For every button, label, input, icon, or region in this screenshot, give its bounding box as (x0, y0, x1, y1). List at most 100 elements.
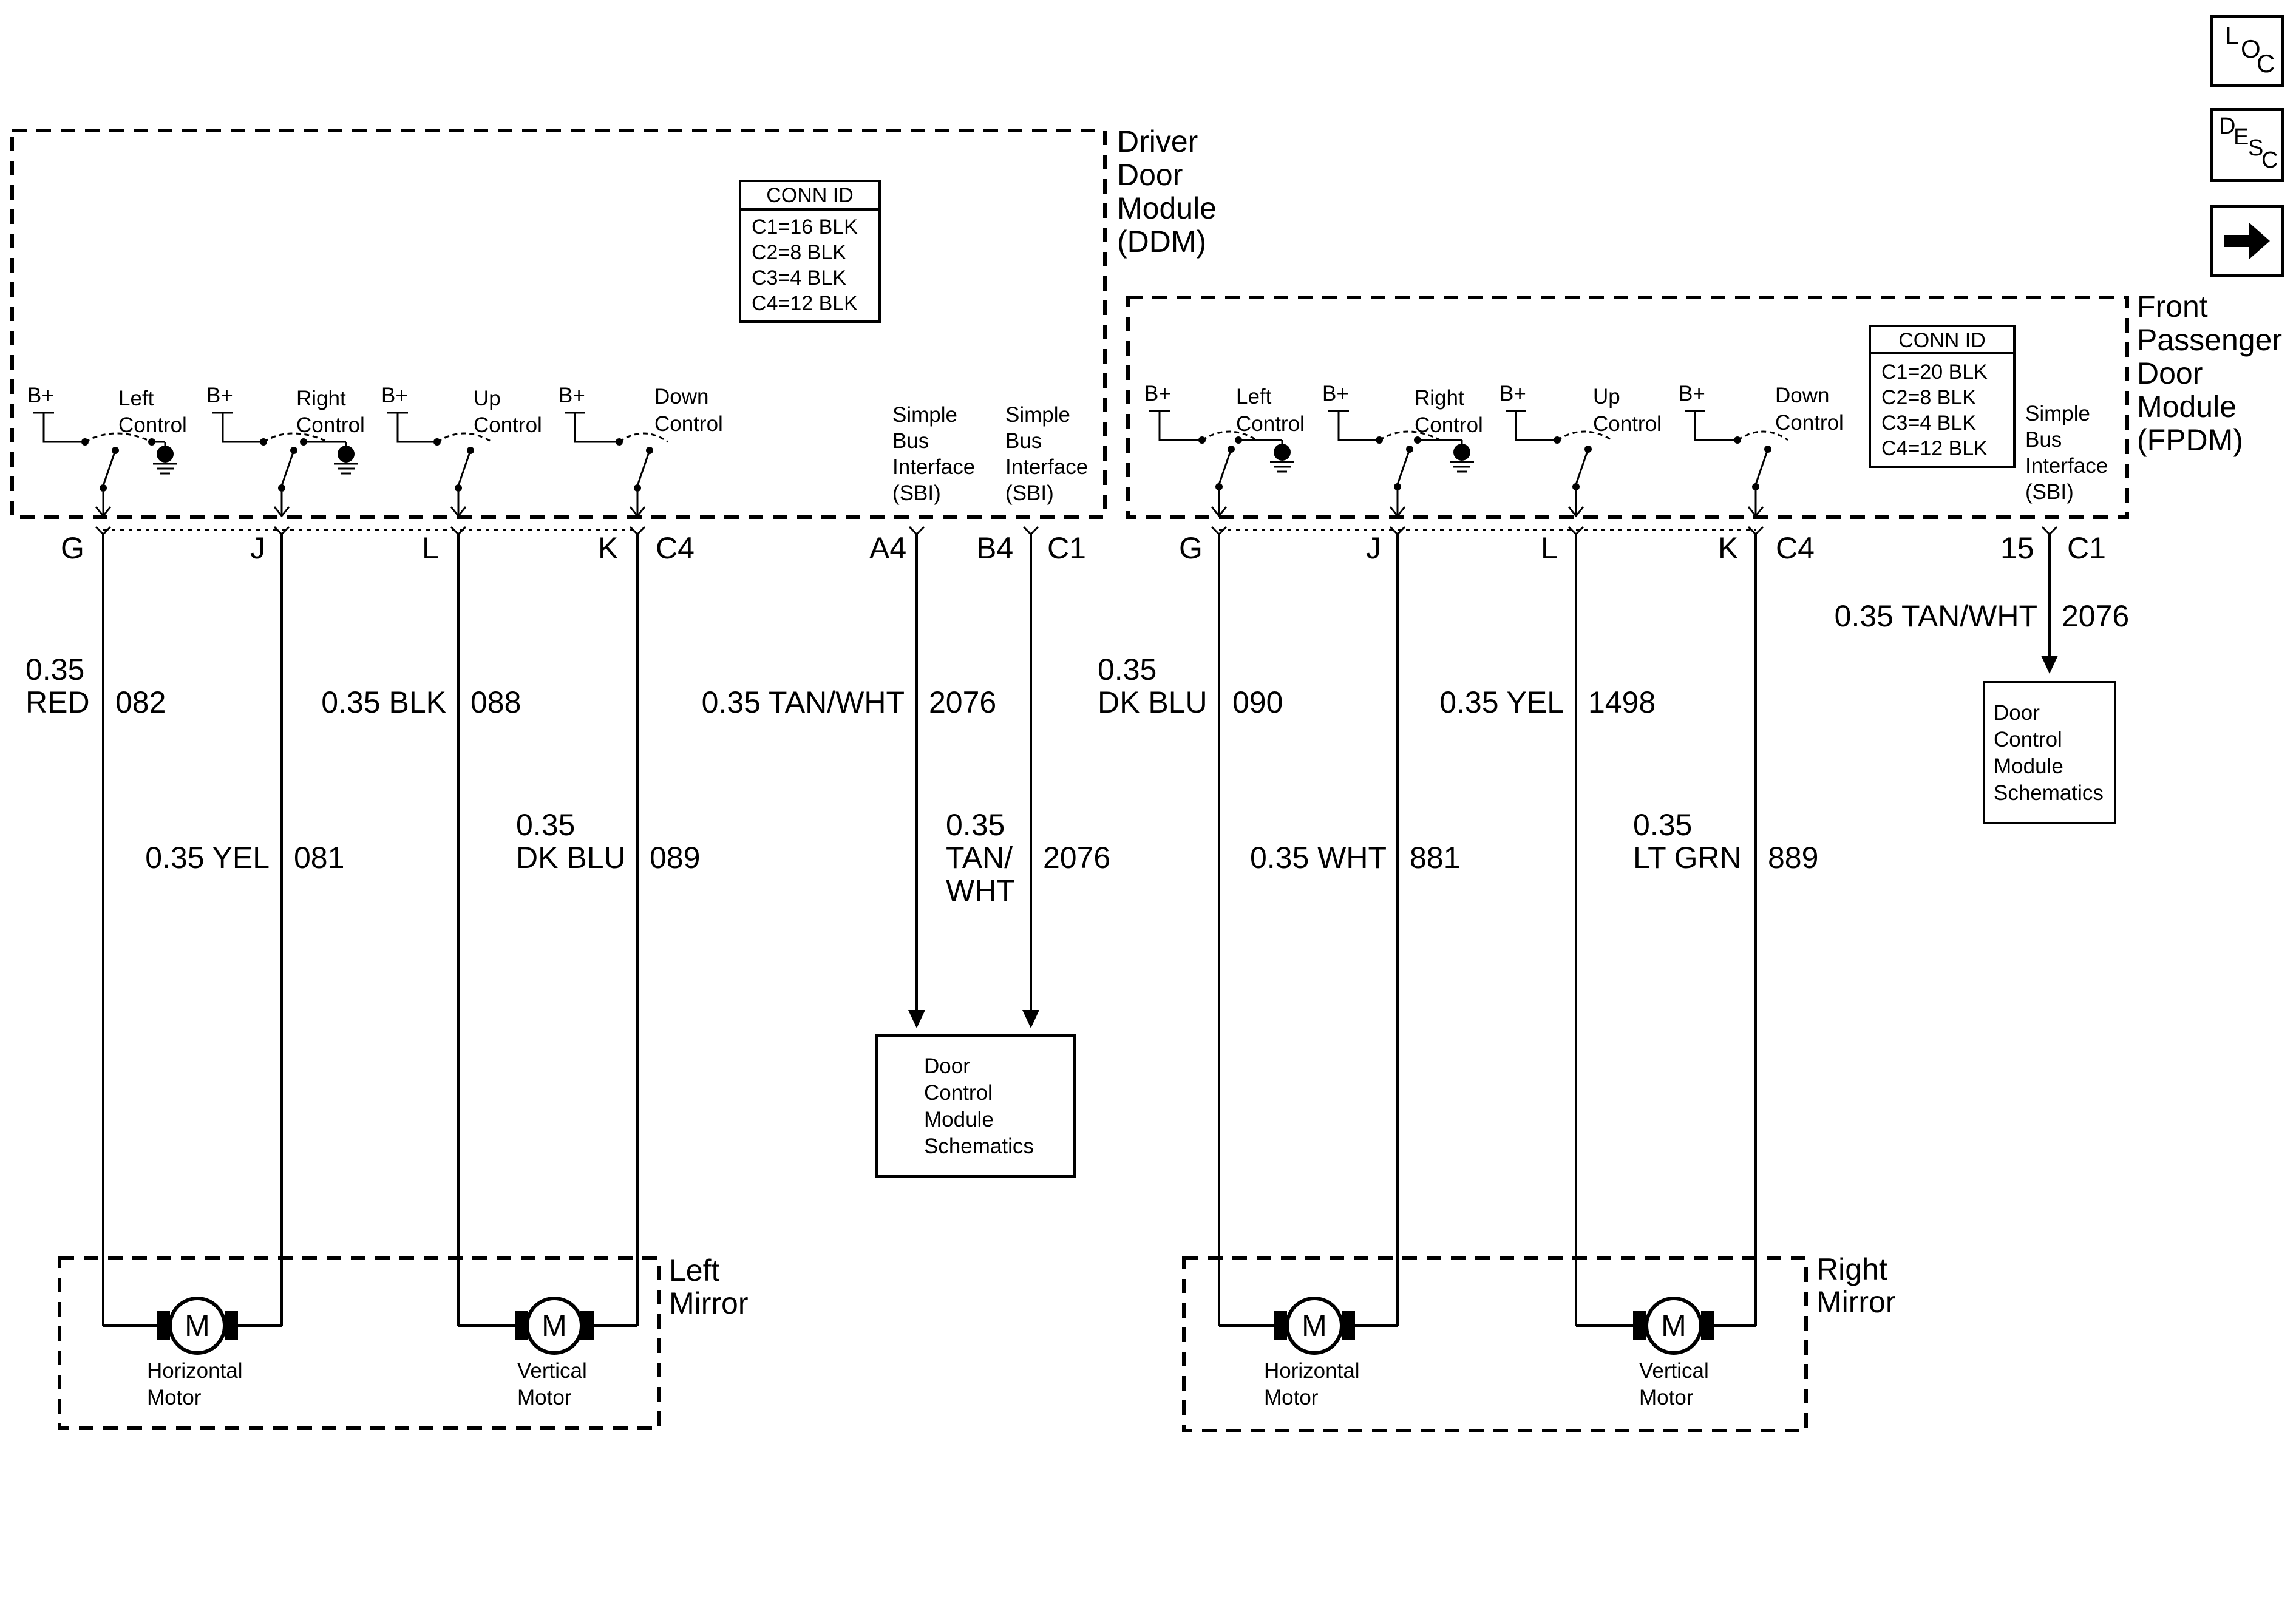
circuit-number: 088 (470, 685, 521, 719)
wire-label: 0.35 BLK (321, 685, 446, 719)
wire-label: 0.35 TAN/WHT (1835, 599, 2037, 633)
wire-color: DK BLU (1098, 685, 1207, 719)
wire-label: 0.35 YEL (145, 841, 270, 875)
fpdm-up-control-switch: B+ Up Control (1500, 382, 1662, 518)
connector-label: C4 (656, 531, 695, 565)
circuit-number: 2076 (2062, 599, 2129, 633)
switch-label-1: Down (1775, 384, 1829, 407)
right-mirror-title-1: Right (1816, 1252, 1887, 1286)
ddm-title-1: Driver (1117, 124, 1198, 158)
sbi-label: Bus (2025, 428, 2062, 452)
ddm-right-control-switch: B+ Right Control (206, 384, 365, 518)
pin-label: A4 (869, 531, 906, 565)
circuit-number: 082 (115, 685, 166, 719)
dcm-line: Door (1994, 701, 2040, 725)
wire-size: 0.35 (25, 653, 84, 686)
motor-icon (1285, 1297, 1343, 1355)
ddm-down-control-switch: B+ Down Control (559, 384, 723, 518)
wire-size: 0.35 (946, 808, 1005, 842)
ddm-sbi-b4: Simple Bus Interface (SBI) (1005, 403, 1088, 505)
desc-button[interactable]: D E S C (2210, 108, 2284, 182)
motor-label-2: Motor (147, 1386, 202, 1409)
wire-size: 0.35 (1098, 653, 1156, 686)
sbi-label: Bus (892, 429, 929, 453)
dcm-line: Schematics (1994, 781, 2104, 805)
switch-label-1: Left (118, 387, 154, 410)
ground-icon (333, 441, 359, 475)
ddm-up-control-switch: B+ Up Control (381, 384, 542, 518)
ddm-conn-row: C2=8 BLK (752, 241, 846, 264)
sbi-label: Interface (2025, 454, 2108, 478)
circuit-number: 081 (294, 841, 344, 875)
dcm-line: Schematics (924, 1134, 1034, 1158)
loc-button[interactable]: L O C (2210, 15, 2284, 87)
motor-label-1: Vertical (517, 1359, 587, 1383)
sbi-label: Simple (2025, 402, 2090, 425)
pin-label: K (1718, 531, 1738, 565)
door-control-module-schematics-box-left: Door Control Module Schematics (875, 1034, 1076, 1178)
sbi-label: Simple (892, 403, 957, 427)
ground-icon (1449, 439, 1475, 473)
left-mirror: Left Mirror M Horizontal Motor M Vertica… (58, 1253, 749, 1430)
fpdm-title-2: Passenger (2137, 323, 2282, 357)
switch-label-2: Control (654, 412, 723, 436)
wire-color: RED (25, 685, 90, 719)
wire-label: 0.35 TAN/WHT (702, 685, 905, 719)
ddm-conn-row: C1=16 BLK (752, 215, 858, 239)
left-mirror-boundary (58, 1256, 661, 1430)
ddm-left-control-switch: B+ Left Control (27, 384, 187, 518)
dcm-line: Module (1994, 754, 2063, 778)
left-mirror-title-1: Left (669, 1253, 720, 1287)
front-passenger-door-module: Front Passenger Door Module (FPDM) CONN … (1126, 290, 2282, 565)
pin-label: B4 (976, 531, 1013, 565)
desc-letter-e: E (2233, 124, 2249, 150)
pin-label: 15 (2000, 531, 2034, 565)
motor-symbol: M (1661, 1309, 1686, 1343)
ddm-title-2: Door (1117, 158, 1183, 192)
connector-label: C1 (2067, 531, 2106, 565)
b-plus-label: B+ (1679, 382, 1705, 405)
motor-icon (1645, 1297, 1703, 1355)
fpdm-title-1: Front (2137, 290, 2208, 324)
next-button[interactable] (2210, 205, 2284, 277)
circuit-number: 881 (1410, 841, 1460, 875)
wire-label: 0.35 WHT (1250, 841, 1387, 875)
fpdm-conn-id-table: CONN ID C1=20 BLK C2=8 BLK C3=4 BLK C4=1… (1869, 325, 2016, 468)
driver-door-module: Driver Door Module (DDM) CONN ID C1=16 B… (10, 124, 1217, 565)
b-plus-label: B+ (1500, 382, 1526, 405)
b-plus-label: B+ (27, 384, 54, 407)
ddm-title-4: (DDM) (1117, 225, 1206, 259)
switch-label-2: Control (1593, 412, 1662, 436)
motor-label-2: Motor (1264, 1386, 1319, 1409)
b-plus-label: B+ (1144, 382, 1171, 405)
ddm-conn-row: C4=12 BLK (752, 292, 858, 315)
circuit-number: 2076 (1043, 841, 1110, 875)
desc-letter-d: D (2219, 114, 2236, 139)
switch-label-2: Control (118, 413, 187, 437)
ddm-conn-row: C3=4 BLK (752, 266, 846, 290)
switch-label-1: Right (1415, 386, 1464, 410)
fpdm-down-control-switch: B+ Down Control (1679, 382, 1844, 518)
switch-label-2: Control (296, 413, 365, 437)
switch-label-1: Right (296, 387, 346, 410)
motor-symbol: M (185, 1309, 210, 1343)
wire-size: 0.35 (516, 808, 575, 842)
ddm-conn-id-table: CONN ID C1=16 BLK C2=8 BLK C3=4 BLK C4=1… (739, 180, 881, 323)
dcm-line: Module (924, 1108, 994, 1131)
motor-label-1: Vertical (1639, 1359, 1709, 1383)
desc-letter-s: S (2248, 135, 2264, 161)
sbi-label: (SBI) (1005, 481, 1054, 505)
b-plus-label: B+ (206, 384, 233, 407)
circuit-number: 2076 (929, 685, 996, 719)
ground-icon (152, 441, 178, 475)
pin-label: G (61, 531, 84, 565)
motor-symbol: M (542, 1309, 567, 1343)
sbi-label: Simple (1005, 403, 1070, 427)
fpdm-boundary (1126, 296, 2129, 519)
b-plus-label: B+ (1322, 382, 1349, 405)
wire-size: 0.35 (1633, 808, 1692, 842)
ddm-conn-header: CONN ID (766, 184, 854, 207)
fpdm-conn-row: C3=4 BLK (1881, 412, 1976, 435)
switch-label-1: Left (1236, 385, 1272, 408)
